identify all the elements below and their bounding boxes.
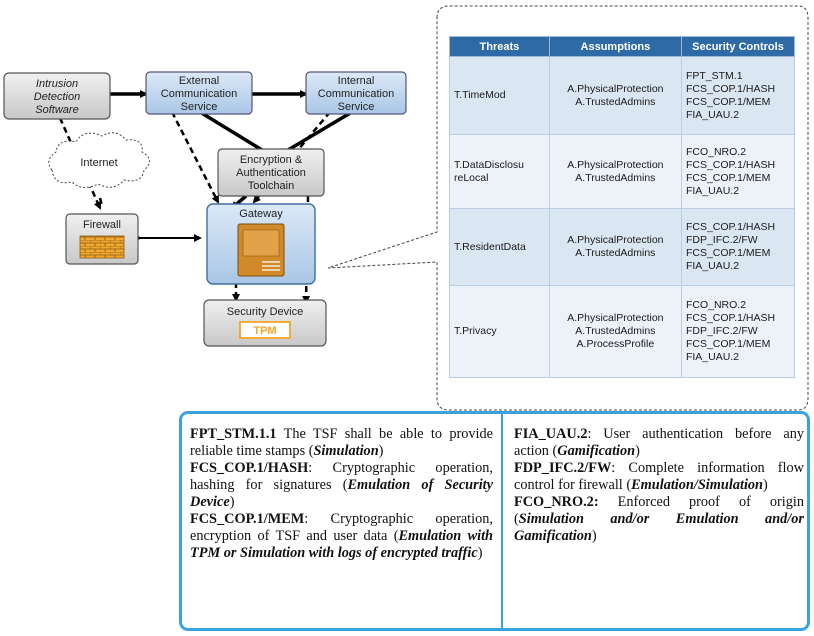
- svg-text:Toolchain: Toolchain: [248, 180, 294, 192]
- svg-text:Communication: Communication: [318, 88, 394, 100]
- legend-item: FCO_NRO.2: Enforced proof of origin (Sim…: [514, 494, 804, 544]
- svg-text:Authentication: Authentication: [236, 167, 306, 179]
- firewall-node: Firewall: [65, 213, 139, 265]
- svg-text:External: External: [179, 75, 219, 87]
- header-threats: Threats: [449, 36, 550, 57]
- table-header-row: Threats Assumptions Security Controls: [449, 36, 796, 57]
- callout-bubble: [327, 5, 809, 411]
- threat-cell: T.ResidentData: [449, 208, 550, 286]
- svg-text:Encryption &: Encryption &: [240, 154, 303, 166]
- svg-text:Communication: Communication: [161, 88, 237, 100]
- threat-cell: T.TimeMod: [449, 56, 550, 135]
- header-security-controls: Security Controls: [680, 36, 796, 57]
- security-controls-legend: FPT_STM.1.1 The TSF shall be able to pro…: [179, 411, 810, 631]
- legend-item: FCS_COP.1/HASH: Cryptographic operation,…: [190, 460, 493, 510]
- brick-wall-icon: [79, 235, 125, 259]
- external-communication-node: External Communication Service: [145, 71, 253, 115]
- tpm-chip-icon: [239, 321, 291, 339]
- svg-text:Firewall: Firewall: [83, 219, 121, 231]
- svg-text:Internal: Internal: [338, 75, 375, 87]
- internet-cloud-node: Internet: [48, 132, 150, 188]
- svg-text:Internet: Internet: [80, 157, 117, 169]
- legend-item: FIA_UAU.2: User authentication before an…: [514, 426, 804, 459]
- svg-text:Intrusion: Intrusion: [36, 78, 78, 90]
- svg-text:Detection: Detection: [34, 91, 80, 103]
- solid-links: [104, 90, 353, 210]
- legend-left-column: FPT_STM.1.1 The TSF shall be able to pro…: [190, 426, 493, 562]
- legend-item: FPT_STM.1.1 The TSF shall be able to pro…: [190, 426, 493, 459]
- svg-text:TPM: TPM: [253, 325, 276, 337]
- gateway-device-icon: [237, 223, 285, 277]
- svg-text:Security Device: Security Device: [227, 306, 303, 318]
- encryption-toolchain-node: Encryption & Authentication Toolchain: [217, 148, 325, 197]
- internal-communication-node: Internal Communication Service: [305, 71, 407, 115]
- legend-right-column: FIA_UAU.2: User authentication before an…: [514, 426, 804, 545]
- threat-cell: T.Privacy: [449, 285, 550, 378]
- svg-text:Software: Software: [35, 104, 78, 116]
- svg-text:Service: Service: [181, 101, 218, 113]
- threats-table: Threats Assumptions Security Controls T.…: [449, 36, 796, 378]
- legend-item: FDP_IFC.2/FW: Complete information flow …: [514, 460, 804, 493]
- legend-divider: [501, 414, 503, 628]
- header-assumptions: Assumptions: [548, 36, 682, 57]
- gateway-node: Gateway: [206, 203, 316, 285]
- legend-item: FCS_COP.1/MEM: Cryptographic operation, …: [190, 511, 494, 561]
- svg-text:Service: Service: [338, 101, 375, 113]
- intrusion-detection-node: Intrusion Detection Software: [3, 72, 111, 120]
- svg-text:Gateway: Gateway: [239, 208, 283, 220]
- security-device-node: Security Device TPM: [203, 299, 327, 347]
